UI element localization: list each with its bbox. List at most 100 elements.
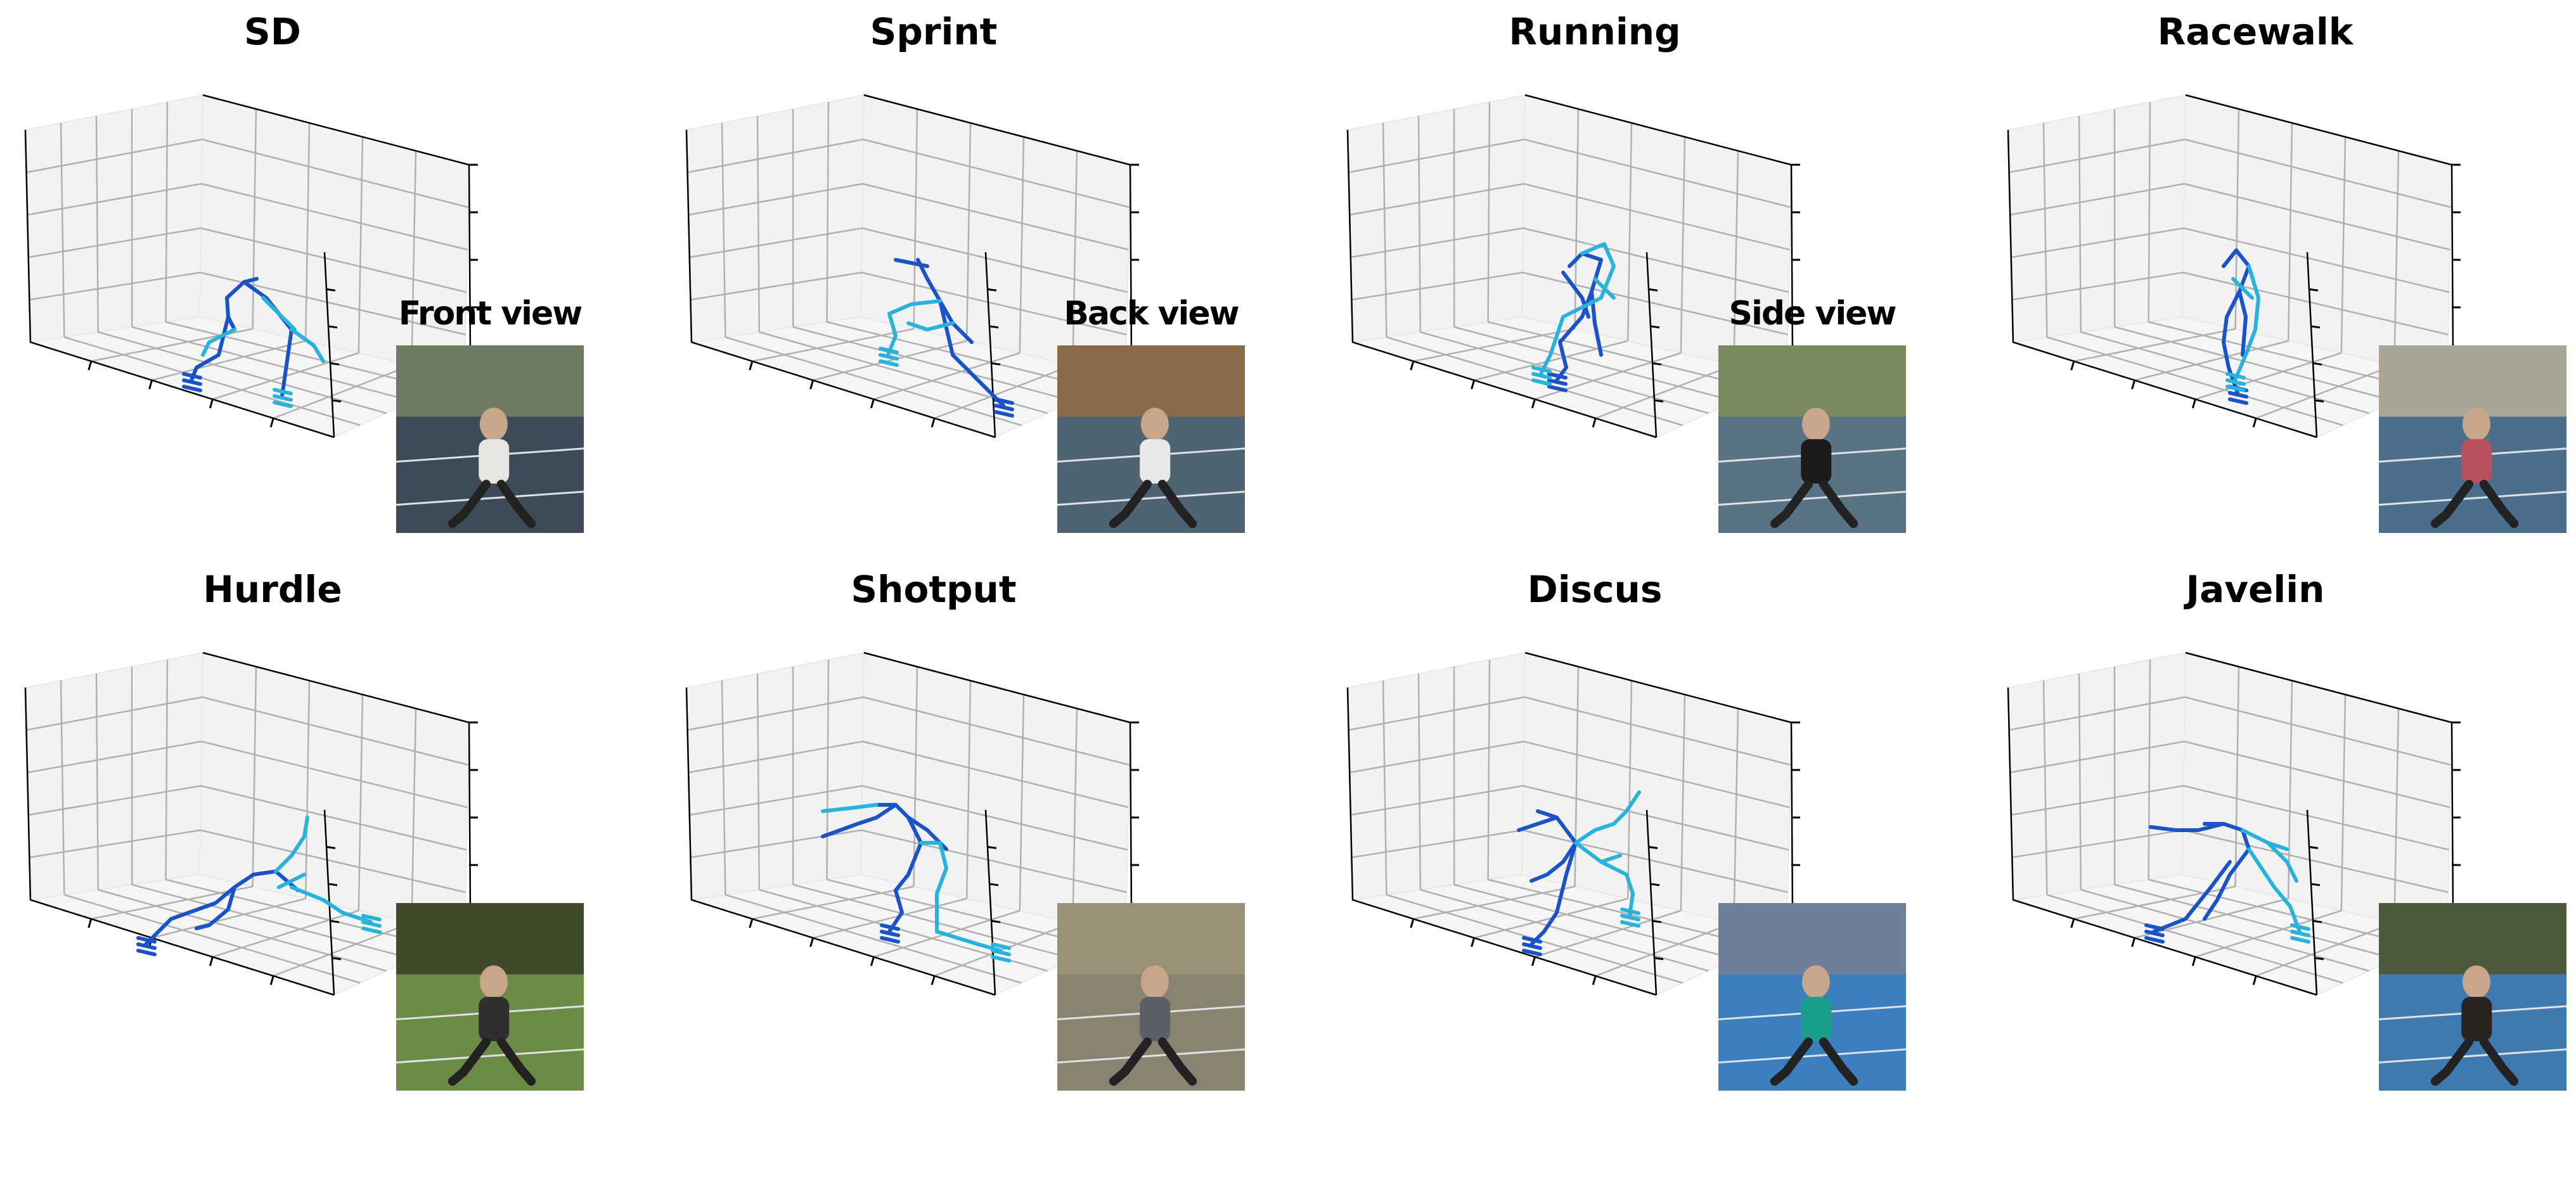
gridline <box>2184 740 2450 809</box>
gridline <box>1524 138 1791 208</box>
gridline <box>2148 878 2422 948</box>
gridline <box>131 326 413 402</box>
gridline <box>1351 829 1523 859</box>
gridline <box>1535 352 1682 401</box>
gridline <box>2042 122 2048 338</box>
bone-left <box>1517 816 1559 832</box>
gridline <box>813 340 967 382</box>
foot-toes <box>182 372 202 380</box>
pose-skeleton <box>2144 822 2310 944</box>
video-frame-thumbnail <box>396 903 584 1091</box>
foot-toes <box>361 914 382 921</box>
foot-toes <box>880 936 900 944</box>
gridline <box>1417 115 1422 333</box>
pose-skeleton <box>1517 790 1641 956</box>
gridline <box>2011 227 2184 259</box>
gridline <box>934 364 1073 420</box>
panel-title: Shotput <box>851 568 1016 611</box>
foot-toes <box>2290 936 2310 944</box>
track-lane-line <box>1718 490 1907 506</box>
pose-skeleton <box>879 258 1014 418</box>
view-label: Back view <box>1064 295 1239 333</box>
x-tick <box>1592 418 1597 428</box>
left-wall-pane <box>686 652 865 901</box>
bone-left <box>2238 290 2248 357</box>
axis-edge <box>2306 809 2318 996</box>
y-tick <box>330 362 340 366</box>
gridline <box>27 183 202 216</box>
gridline <box>861 829 1127 894</box>
y-tick <box>1654 957 1664 961</box>
y-tick <box>326 845 336 849</box>
bone-left <box>195 885 236 930</box>
gridline <box>1072 708 1078 923</box>
axis-edge <box>202 94 470 166</box>
gridline <box>1487 659 1491 880</box>
foot-toes <box>136 942 157 950</box>
bone-right <box>821 803 879 813</box>
bone-left <box>225 277 259 331</box>
gridline <box>1413 328 1575 362</box>
bone-left <box>875 803 923 933</box>
pose-skeleton <box>136 816 382 956</box>
foot-toes <box>2144 930 2165 937</box>
axis-edge <box>2185 651 2452 724</box>
gridline <box>2042 680 2048 895</box>
video-frame-thumbnail <box>2378 345 2567 533</box>
gridline <box>1626 122 1633 342</box>
pose-skeleton <box>821 803 1011 963</box>
bone-right <box>1599 854 1622 864</box>
left-wall-pane <box>686 94 865 343</box>
photo-background <box>396 903 584 975</box>
athlete-torso <box>479 439 510 484</box>
gridline <box>1382 122 1388 338</box>
gridline <box>1420 888 1709 972</box>
x-tick <box>2252 975 2257 985</box>
foot-toes <box>880 930 900 937</box>
y-tick <box>989 325 999 329</box>
left-wall-pane <box>1347 94 1526 343</box>
gridline <box>201 740 468 809</box>
video-frame-thumbnail <box>1718 903 1907 1091</box>
foot-toes <box>1531 372 1552 380</box>
gridline <box>28 785 202 816</box>
gridline <box>1680 136 1686 354</box>
3d-axes <box>1346 94 1800 439</box>
gridline <box>151 897 306 939</box>
y-tick <box>1650 883 1660 887</box>
foot-toes <box>2144 936 2165 944</box>
gridline <box>826 659 830 880</box>
athlete-head <box>2462 965 2490 999</box>
gridline <box>721 680 726 895</box>
video-frame-thumbnail <box>1718 345 1907 533</box>
gridline <box>1523 183 1790 251</box>
axis-edge <box>323 252 335 438</box>
x-tick <box>87 361 93 371</box>
axis-edge <box>2007 687 2317 996</box>
y-tick <box>989 883 999 887</box>
gridline <box>1574 108 1580 330</box>
x-tick <box>931 418 936 428</box>
y-tick <box>2310 325 2321 329</box>
bone-right <box>290 885 373 924</box>
foot-toes <box>1547 372 1568 380</box>
gridline <box>2195 352 2342 401</box>
gridline <box>689 227 863 259</box>
gridline <box>26 696 203 731</box>
gridline <box>165 659 169 880</box>
panel-discus: Discus <box>1346 568 1907 1091</box>
bone-right <box>2247 847 2302 933</box>
track-lane-line <box>2378 1048 2567 1064</box>
foot-toes <box>991 955 1011 963</box>
gridline <box>165 101 169 323</box>
y-tick <box>2314 399 2324 403</box>
bone-left <box>894 258 929 268</box>
gridline <box>2340 694 2347 911</box>
gridline <box>165 321 439 390</box>
gridline <box>913 666 918 887</box>
bone-right <box>2233 264 2260 382</box>
x-tick <box>2070 918 2075 928</box>
axis-edge <box>202 651 470 724</box>
gridline <box>2182 271 2449 336</box>
panel-title: SD <box>244 10 301 53</box>
